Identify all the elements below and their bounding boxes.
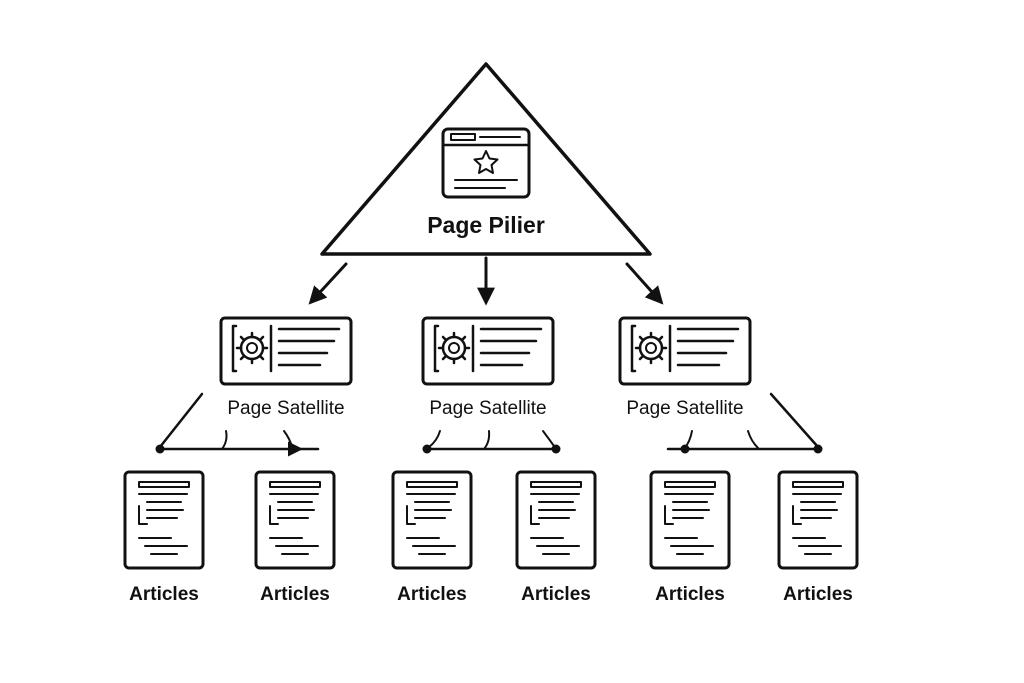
gear-card-icon: [433, 324, 543, 373]
pillar-to-satellite-arrows: [308, 256, 664, 306]
satellite-label-1: Page Satellite: [227, 398, 344, 419]
arrow-to-satellite-1: [308, 262, 348, 305]
article-node: Articles: [391, 470, 473, 605]
document-icon: [254, 470, 336, 570]
satellite-card-1: [219, 316, 353, 386]
satellite-node-2: Page Satellite: [421, 316, 555, 419]
articles-layer: Articles Articles Articles Articles Articles…: [123, 470, 859, 605]
document-icon: [515, 470, 597, 570]
article-label: Articles: [783, 584, 853, 605]
gear-card-icon: [630, 324, 740, 373]
satellite-1-connector: [155, 392, 320, 457]
article-node: Articles: [254, 470, 336, 605]
pillar-node: Page Pilier: [320, 62, 652, 256]
article-node: Articles: [123, 470, 205, 605]
arrow-to-satellite-3: [625, 262, 664, 305]
article-label: Articles: [655, 584, 725, 605]
article-label: Articles: [260, 584, 330, 605]
satellite-2-connector: [422, 430, 561, 454]
document-icon: [123, 470, 205, 570]
article-node: Articles: [649, 470, 731, 605]
article-label: Articles: [521, 584, 591, 605]
document-icon: [391, 470, 473, 570]
gear-card-icon: [231, 324, 341, 373]
article-label: Articles: [129, 584, 199, 605]
article-node: Articles: [515, 470, 597, 605]
document-icon: [649, 470, 731, 570]
satellite-3-connector: [666, 392, 823, 454]
satellite-node-3: Page Satellite: [618, 316, 752, 419]
satellite-label-3: Page Satellite: [626, 398, 743, 419]
pillar-triangle: [320, 62, 652, 256]
article-node: Articles: [777, 470, 859, 605]
article-label: Articles: [397, 584, 467, 605]
satellite-card-2: [421, 316, 555, 386]
satellite-card-3: [618, 316, 752, 386]
satellite-label-2: Page Satellite: [429, 398, 546, 419]
browser-star-icon: [441, 127, 531, 199]
pillar-label: Page Pilier: [427, 212, 545, 238]
satellite-node-1: Page Satellite: [219, 316, 353, 419]
document-icon: [777, 470, 859, 570]
